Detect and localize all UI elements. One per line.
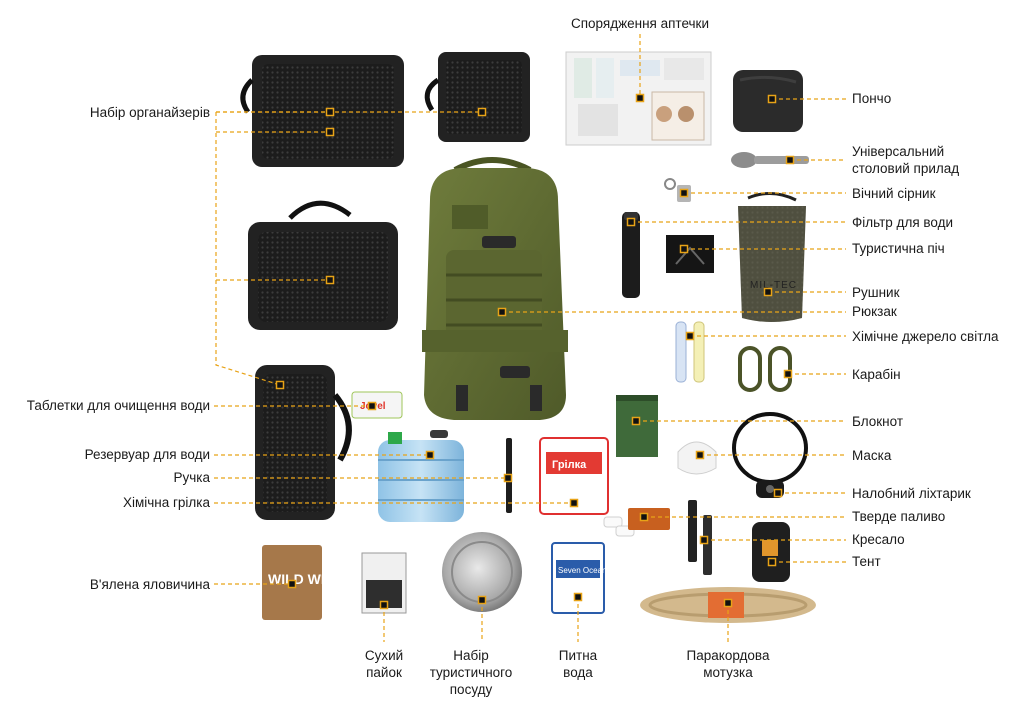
label-towel: Рушник [852,285,900,300]
leader-marker [695,450,705,460]
leader-marker [503,473,513,483]
leader-marker [763,287,773,297]
leader-lines [214,34,846,642]
label-carabiner: Карабін [852,367,901,382]
label-backpack: Рюкзак [852,304,897,319]
leader-marker [325,275,335,285]
label-tourist-stove: Туристична піч [852,241,945,256]
leader-marker [626,217,636,227]
leader-marker [773,488,783,498]
leader-marker [425,450,435,460]
leader-marker [767,94,777,104]
label-poncho: Пончо [852,91,892,106]
label-cookware: Набір туристичного посуду [429,648,513,697]
leader-marker [785,155,795,165]
hand-warmer-icon: Грілка [539,437,609,515]
leader-marker [631,416,641,426]
leader-marker [635,93,645,103]
label-first-aid: Спорядження аптечки [570,16,710,31]
label-drinking-water: Питна вода [558,648,598,680]
label-tarp: Тент [852,554,881,569]
label-water-filter: Фільтр для води [852,215,954,230]
spork-icon [731,152,809,168]
flint-icon [688,500,712,575]
label-chem-light: Хімічне джерело світла [852,329,999,344]
leader-marker [275,380,285,390]
label-water-tablets: Таблетки для очищення води [26,398,210,413]
leader-marker [325,107,335,117]
water-pouch-icon: Seven Oceans [551,542,610,614]
leader-markers [275,93,795,610]
water-brand-text: Seven Oceans [558,566,610,575]
label-dry-ration: Сухий пайок [364,648,404,680]
notebook-icon [616,395,658,457]
leader-marker [783,369,793,379]
organizer-bag-icon [240,55,404,167]
leader-marker [477,595,487,605]
tarp-bag-icon [752,522,790,582]
leader-marker [569,498,579,508]
leader-marker [477,107,487,117]
leader-marker [699,535,709,545]
glowstick-icon [675,321,705,383]
organizer-bag-icon [424,52,530,142]
organizer-bag-icon [248,200,398,330]
leader-marker [639,512,649,522]
leader-marker [685,331,695,341]
leader-marker [767,557,777,567]
label-hand-warmer: Хімічна грілка [122,495,210,510]
leader-marker [367,401,377,411]
carabiner-icon [738,346,792,392]
first-aid-kit-icon [565,51,712,146]
towel-bag-icon: MIL-TEC [738,192,806,322]
label-cutlery: Універсальний столовий прилад [852,144,960,176]
label-notebook: Блокнот [852,414,904,429]
label-pen: Ручка [173,470,211,485]
water-tank-icon [378,430,464,522]
tablets-icon: Jovel [351,391,403,419]
label-flint: Кресало [852,532,905,547]
label-water-tank: Резервуар для води [84,447,210,462]
backpack-icon [422,157,568,420]
leader-marker [379,600,389,610]
svg-text:MIL-TEC: MIL-TEC [750,280,797,291]
jerky-bag-icon: WILD WILLY [262,545,351,620]
solid-fuel-icon [603,508,670,537]
leader-marker [679,188,689,198]
warmer-brand-text: Грілка [552,459,587,471]
label-solid-fuel: Тверде паливо [852,509,946,524]
label-organizers: Набір органайзерів [89,105,210,120]
leader-marker [325,127,335,137]
leader-marker [497,307,507,317]
stove-icon [666,235,714,273]
leader-marker [679,244,689,254]
leader-marker [573,592,583,602]
organizer-bag-icon [255,365,352,520]
headlamp-icon [732,412,808,498]
label-jerky: В'ялена яловичина [89,577,210,592]
label-paracord: Паракордова мотузка [686,648,770,680]
leader-organizers-4 [215,112,281,386]
leader-marker [723,598,733,608]
label-eternal-match: Вічний сірник [852,186,936,201]
label-headlamp: Налобний ліхтарик [852,486,971,501]
leader-marker [287,579,297,589]
label-mask: Маска [852,448,892,463]
